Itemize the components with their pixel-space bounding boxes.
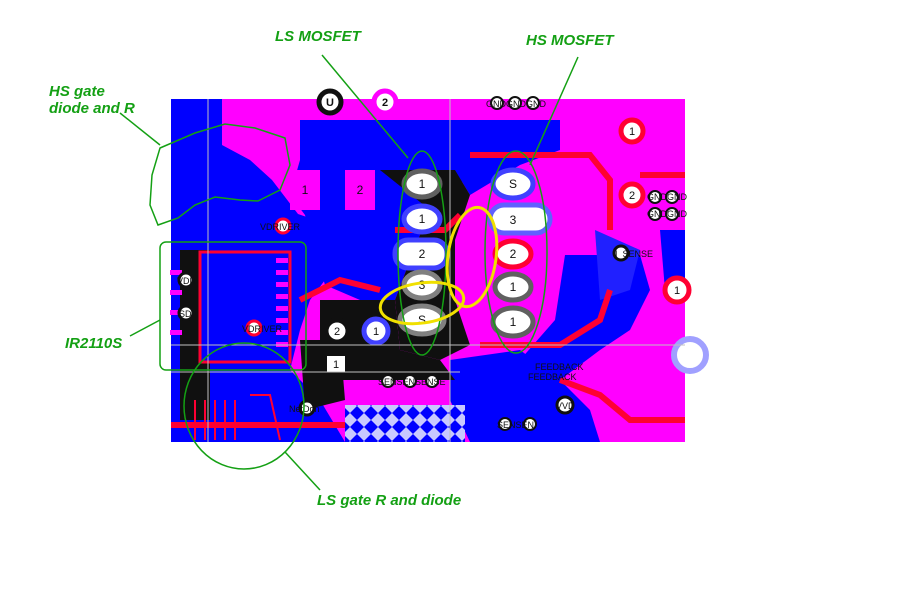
net-label: GNDGND: [647, 192, 687, 202]
hs-pad-label: 3: [510, 213, 517, 227]
net-label: VDD: [177, 276, 197, 286]
ls-mosfet-label: LS MOSFET: [275, 28, 361, 45]
highlight-ellipses: [378, 205, 499, 326]
net-label: SD: [179, 309, 192, 319]
net-label: FEEDBACK: [528, 372, 577, 382]
round-pads: [316, 88, 709, 376]
hs-pad-label: 2: [510, 247, 517, 261]
hs-mosfet-label: HS MOSFET: [526, 32, 614, 49]
ir2110s-label: IR2110S: [65, 335, 123, 352]
annotation-callouts: [119, 54, 579, 491]
net-label: I_SENSE: [615, 249, 653, 259]
net-label: VVD: [556, 401, 575, 411]
pad-label: 1: [674, 285, 680, 297]
pad-label: 2: [334, 326, 340, 338]
pad-label: 2: [357, 183, 364, 197]
hs-pad-label: 1: [510, 280, 517, 294]
net-label: GNDGNDGND: [486, 99, 546, 109]
ls-gate-label: LS gate R and diode: [317, 492, 462, 509]
hs-pad-label: 1: [510, 315, 517, 329]
ls-mosfet-pads: [392, 168, 450, 337]
pad-label: 1: [302, 183, 309, 197]
net-label: SENSENSENSE: [378, 377, 446, 387]
pad-label: 1: [373, 326, 379, 338]
hs-mosfet-pads: [487, 167, 553, 339]
ls-pad-label: 3: [419, 278, 426, 292]
net-label: VDRIVER: [242, 324, 283, 334]
ls-pad-label: 1: [419, 177, 426, 191]
hs-pad-label: S: [509, 177, 517, 191]
red-traces: [171, 152, 685, 428]
vias: [177, 96, 679, 431]
ls-pad-label: 2: [419, 247, 426, 261]
hs-gate-label-line1: HS gate: [49, 83, 105, 100]
pad-label: 2: [629, 190, 635, 202]
pcb-board: [170, 88, 709, 442]
net-label: VDRIVER: [260, 222, 301, 232]
pad-label: 1: [629, 126, 635, 138]
hs-gate-label-line2: diode and R: [49, 100, 135, 117]
pad-label: 1: [333, 359, 339, 371]
pad-label: U: [326, 97, 334, 109]
net-label: GNDGND: [647, 209, 687, 219]
ls-pad-label: 1: [419, 212, 426, 226]
net-label: SENSEN: [497, 420, 534, 430]
net-label: FEEDBACK: [535, 362, 584, 372]
ls-pad-label: S: [418, 313, 426, 327]
pad-label: 2: [382, 97, 388, 109]
